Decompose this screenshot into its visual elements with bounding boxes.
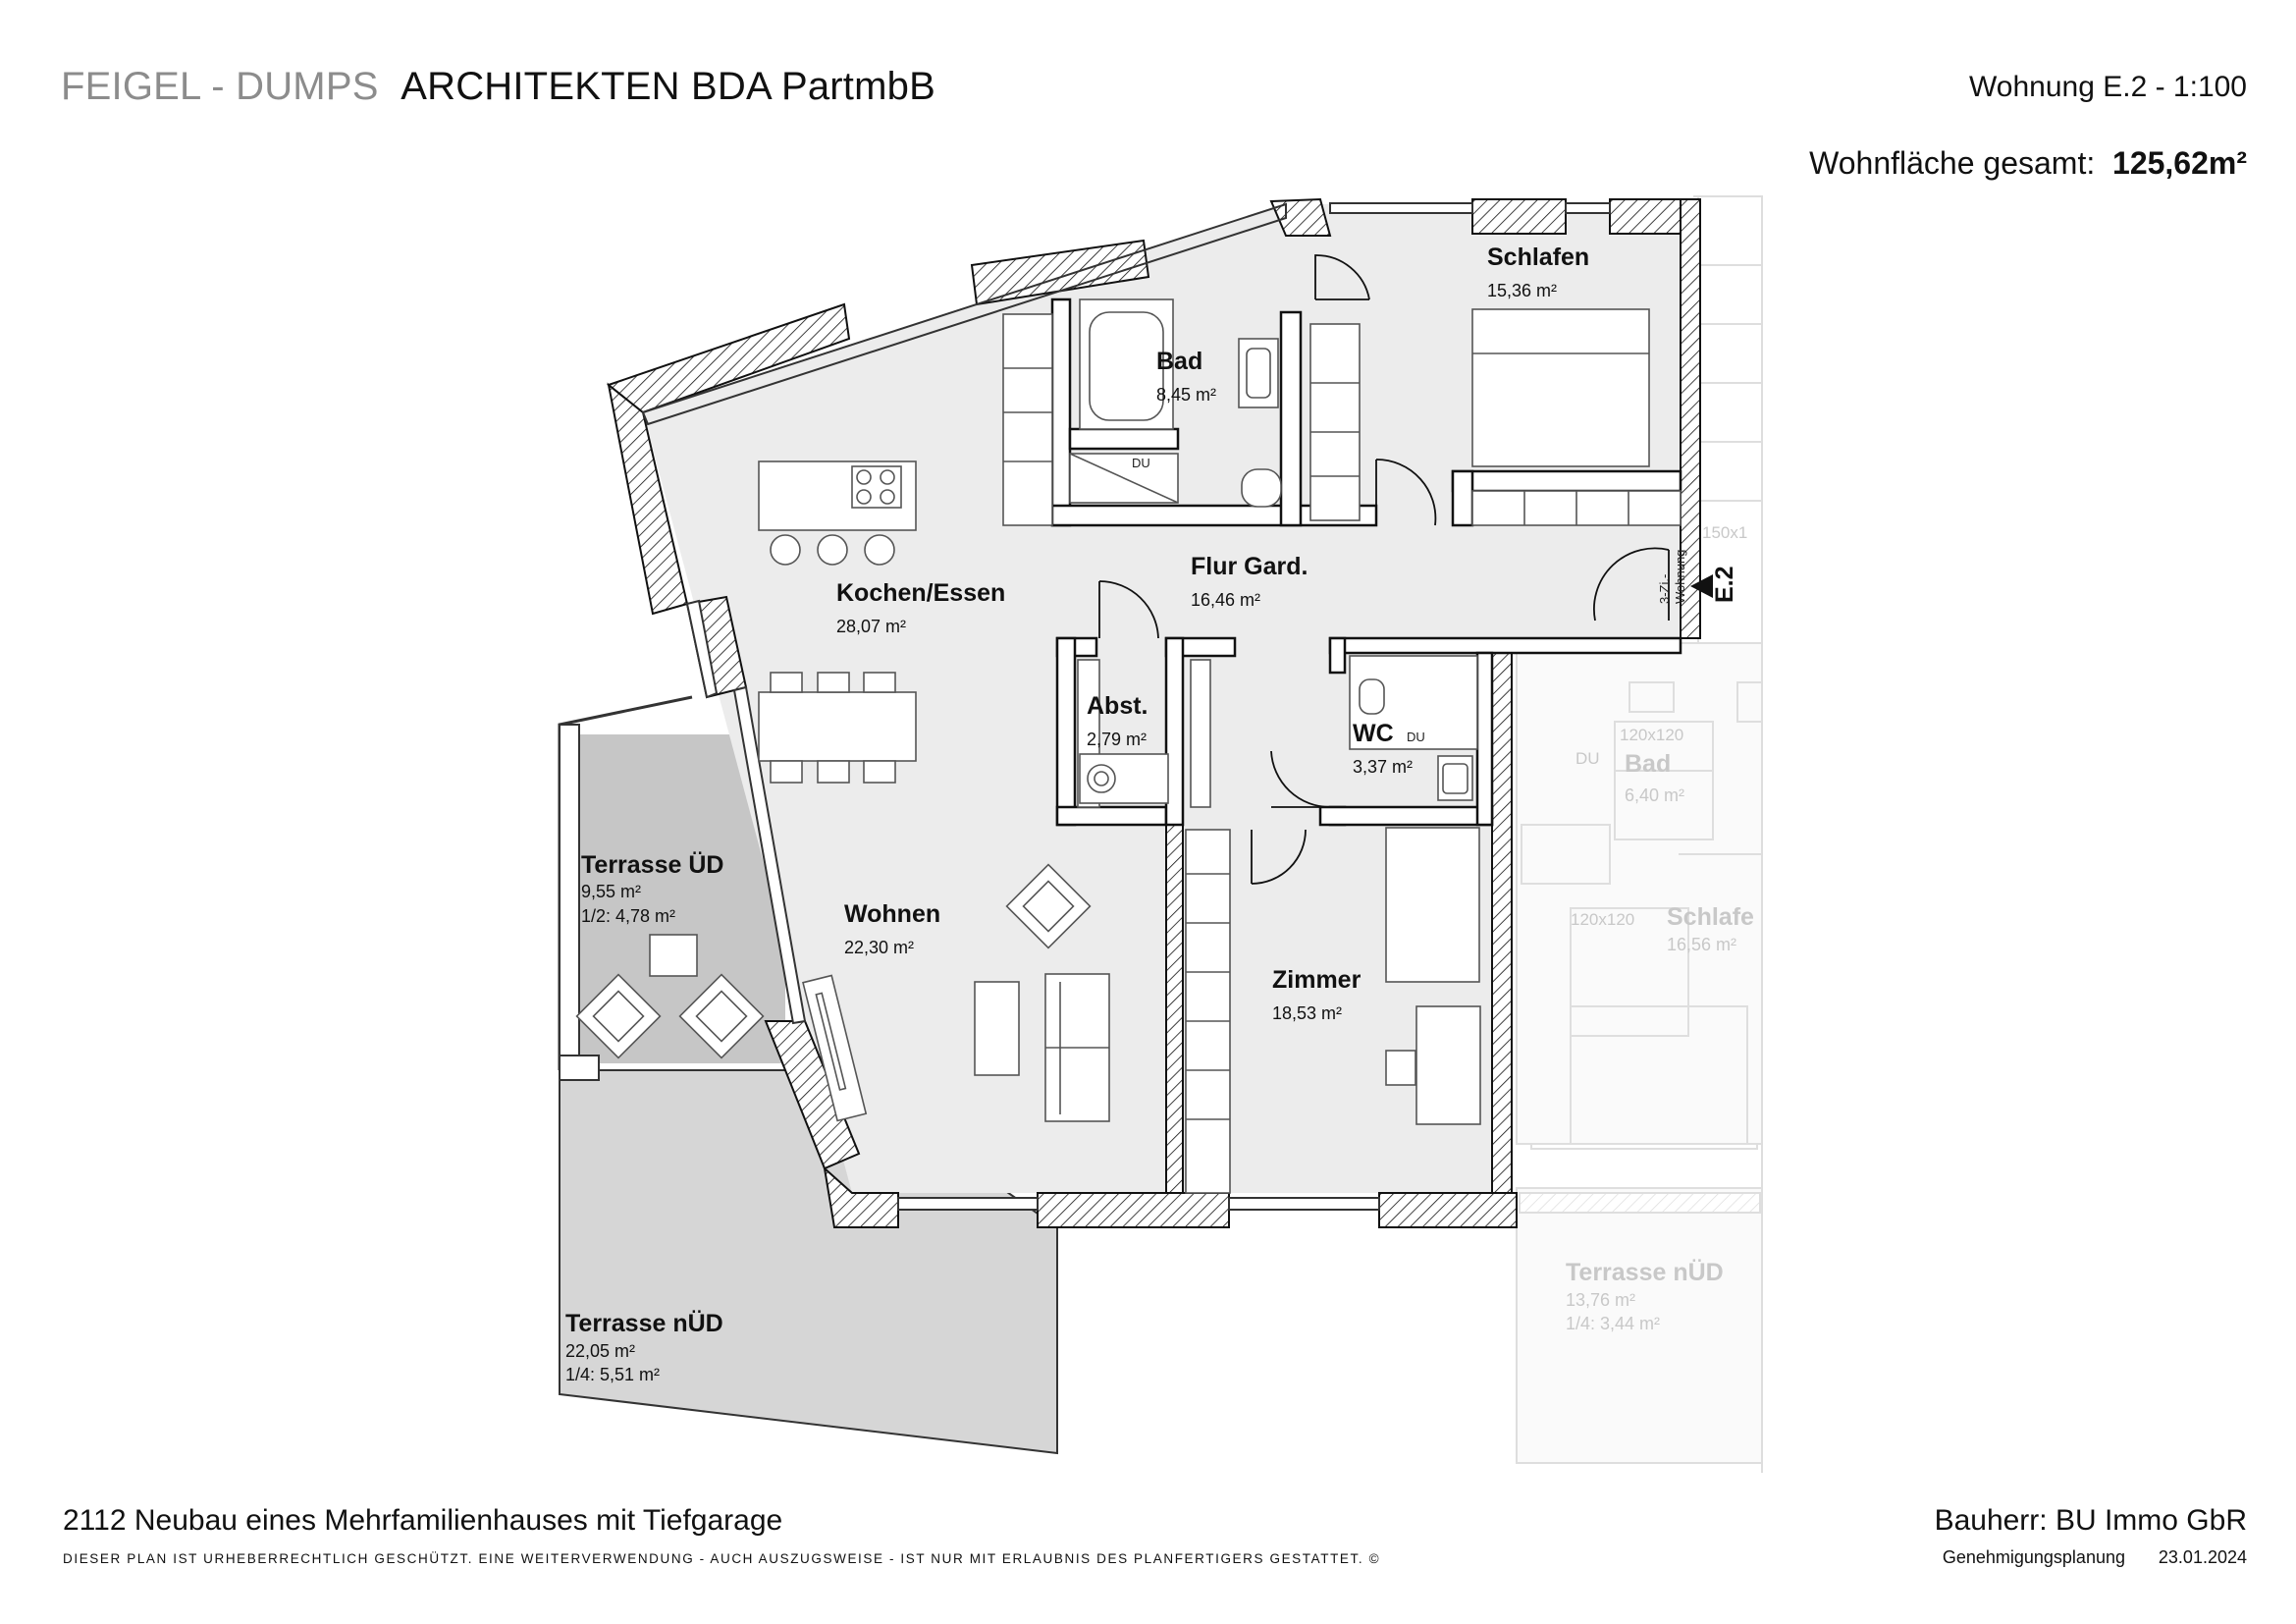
- total-area-label: Wohnfläche gesamt:: [1809, 145, 2096, 181]
- room-zimmer-area: 18,53 m²: [1272, 1003, 1342, 1023]
- doors: [1098, 254, 1670, 885]
- neighbor-unit: [1516, 195, 1763, 1473]
- room-wc-name: WC: [1353, 720, 1394, 747]
- planning-phase: Genehmigungsplanung: [1942, 1547, 2125, 1567]
- room-bad-name: Bad: [1156, 348, 1202, 375]
- room-abst-area: 2,79 m²: [1087, 730, 1147, 749]
- entrance-unit-type-2: Wohnung: [1673, 550, 1687, 604]
- neighbor-bad-name: Bad: [1625, 750, 1671, 778]
- room-schlafen-area: 15,36 m²: [1487, 281, 1557, 300]
- room-flur-name: Flur Gard.: [1191, 553, 1308, 580]
- room-wc-area: 3,37 m²: [1353, 757, 1413, 777]
- room-abst-name: Abst.: [1087, 692, 1148, 720]
- entrance-unit-type-1: 3-Zi.-: [1657, 574, 1672, 604]
- plan-title: Wohnung E.2 - 1:100: [1969, 71, 2247, 103]
- neighbor-bad-size: 120x120: [1620, 726, 1683, 744]
- neighbor-bad-tag: DU: [1575, 749, 1600, 768]
- copyright-notice: DIESER PLAN IST URHEBERRECHTLICH GESCHÜT…: [63, 1551, 1381, 1566]
- exterior-walls: [606, 197, 1701, 1228]
- neighbor-terrasse-name: Terrasse nÜD: [1566, 1258, 1724, 1286]
- firm-name-dark: ARCHITEKTEN BDA PartmbB: [400, 65, 935, 108]
- total-area-value: 125,62m²: [2112, 145, 2247, 181]
- entrance-unit-tag: E.2: [1711, 566, 1738, 603]
- neighbor-schlafen-size: 120x120: [1571, 910, 1634, 929]
- room-zimmer-name: Zimmer: [1272, 966, 1362, 994]
- room-terrasse-nud-name: Terrasse nÜD: [565, 1309, 723, 1337]
- furniture: [575, 298, 1682, 1194]
- room-wc-tag: DU: [1407, 730, 1425, 744]
- room-terrasse-nud-share: 1/4: 5,51 m²: [565, 1365, 660, 1384]
- room-schlafen-name: Schlafen: [1487, 244, 1589, 271]
- room-kochen-name: Kochen/Essen: [836, 579, 1005, 607]
- client-name: Bauherr: BU Immo GbR: [1934, 1504, 2247, 1537]
- neighbor-terrasse-area: 13,76 m²: [1566, 1290, 1635, 1310]
- room-flur-area: 16,46 m²: [1191, 590, 1260, 610]
- room-wohnen-name: Wohnen: [844, 900, 940, 928]
- neighbor-labels: 150x1 120x120 DU Bad 6,40 m² 120x120 Sch…: [1566, 523, 1754, 1333]
- room-kochen-area: 28,07 m²: [836, 617, 906, 636]
- neighbor-bad-area: 6,40 m²: [1625, 785, 1684, 805]
- entrance-arrow-icon: [1690, 574, 1713, 598]
- firm-name-grey: FEIGEL - DUMPS: [61, 65, 379, 108]
- neighbor-terrasse-share: 1/4: 3,44 m²: [1566, 1314, 1660, 1333]
- neighbor-stair-label: 150x1: [1702, 523, 1747, 542]
- room-wohnen-area: 22,30 m²: [844, 938, 914, 957]
- room-terrasse-ud-share: 1/2: 4,78 m²: [581, 906, 675, 926]
- windows: [641, 202, 1611, 1211]
- total-living-area: Wohnfläche gesamt: 125,62m²: [1809, 145, 2247, 182]
- plan-date: 23.01.2024: [2158, 1547, 2247, 1567]
- room-terrasse-ud-area: 9,55 m²: [581, 882, 641, 901]
- firm-name: FEIGEL - DUMPS ARCHITEKTEN BDA PartmbB: [61, 65, 935, 109]
- room-terrasse-ud-name: Terrasse ÜD: [581, 850, 723, 879]
- neighbor-schlafen-name: Schlafe: [1667, 903, 1754, 931]
- neighbor-schlafen-area: 16,56 m²: [1667, 935, 1736, 954]
- room-bad-area: 8,45 m²: [1156, 385, 1216, 405]
- room-terrasse-nud-area: 22,05 m²: [565, 1341, 635, 1361]
- room-bad-tag: DU: [1132, 456, 1150, 470]
- project-title: 2112 Neubau eines Mehrfamilienhauses mit…: [63, 1504, 783, 1537]
- room-labels: Schlafen 15,36 m² Bad 8,45 m² DU Kochen/…: [565, 244, 1738, 1384]
